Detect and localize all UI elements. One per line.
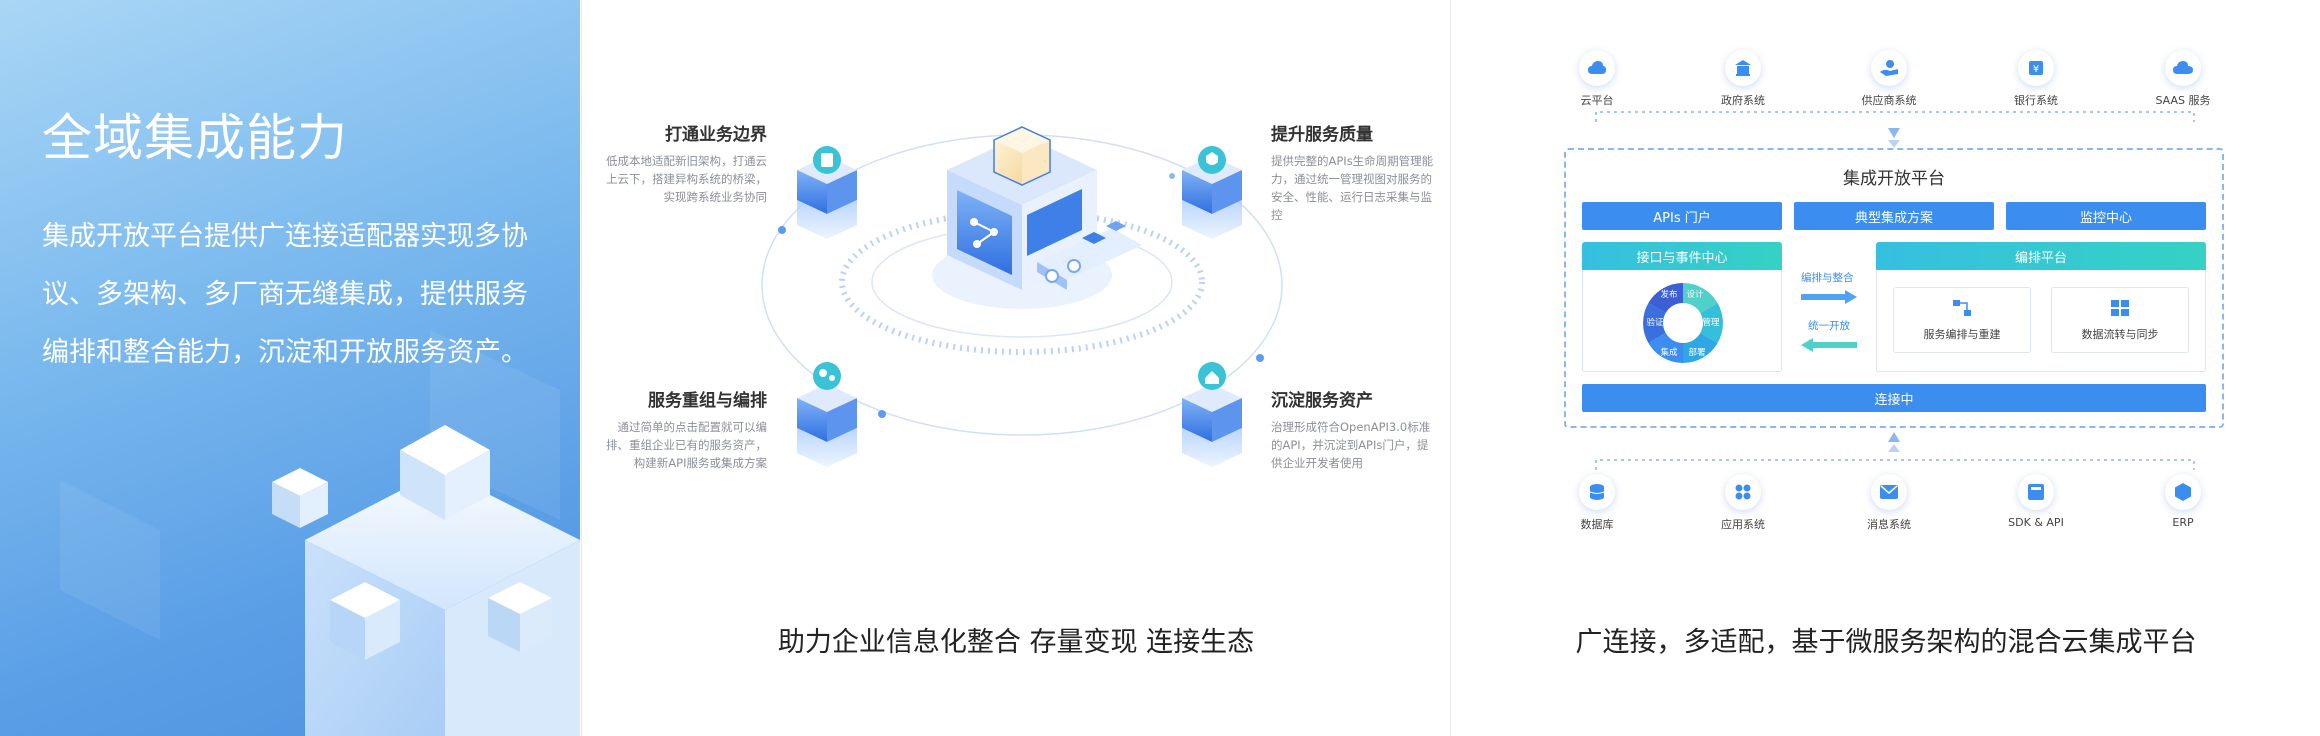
- cloud-icon: [1588, 61, 1606, 74]
- interface-event-center[interactable]: 接口与事件中心 设计 管理 部署 集成 验证 发布: [1582, 242, 1782, 372]
- service-orchestration-card[interactable]: 服务编排与重建: [1893, 287, 2031, 353]
- source-government-system[interactable]: 政府系统: [1688, 50, 1798, 108]
- hero-panel: 全域集成能力 集成开放平台提供广连接适配器实现多协议、多架构、多厂商无缝集成，提…: [0, 0, 580, 736]
- middle-panel: 打通业务边界 低成本地适配新旧架构，打通云上云下，搭建异构系统的桥梁，实现跨系统…: [581, 0, 1449, 736]
- platform-title: 集成开放平台: [1843, 169, 1945, 189]
- source-label: 应用系统: [1721, 518, 1765, 531]
- arrow-label-orchestrate: 编排与整合: [1801, 272, 1854, 284]
- source-label: 云平台: [1580, 94, 1614, 107]
- middle-caption: 助力企业信息化整合 存量变现 连接生态: [777, 627, 1255, 658]
- source-supplier-system[interactable]: 供应商系统: [1834, 50, 1944, 108]
- interface-event-center-header: 接口与事件中心: [1582, 242, 1782, 270]
- hero-description: 集成开放平台提供广连接适配器实现多协议、多架构、多厂商无缝集成，提供服务编排和整…: [42, 221, 528, 368]
- source-saas-service[interactable]: SAAS 服务: [2128, 50, 2238, 108]
- feature-title-break-boundary: 打通业务边界: [665, 125, 767, 145]
- block-top-left: [797, 146, 857, 239]
- bank-icon: ¥: [2029, 61, 2043, 75]
- right-panel: 云平台 政府系统 供应商系统 ¥ 银行系统 SAAS 服务 集成开放平台 API…: [1450, 0, 2320, 736]
- source-label: 银行系统: [2014, 94, 2058, 107]
- source-label: ERP: [2172, 516, 2194, 529]
- database-icon: [1590, 484, 1604, 500]
- flow-icon: [1953, 300, 1971, 316]
- source-bank-system[interactable]: ¥ 银行系统: [1981, 50, 2091, 108]
- feature-title-service-quality: 提升服务质量: [1271, 125, 1373, 145]
- feature-desc-service-assets: 治理形成符合OpenAPI3.0标准的API，并沉淀到APIs门户，提供企业开发…: [1271, 420, 1431, 470]
- block-bottom-right: [1182, 362, 1242, 467]
- right-caption: 广连接，多适配，基于微服务架构的混合云集成平台: [1575, 627, 2197, 658]
- data-sync-card[interactable]: 数据流转与同步: [2051, 287, 2189, 353]
- typical-solutions-button[interactable]: 典型集成方案: [1794, 202, 1994, 230]
- source-label: 供应商系统: [1861, 94, 1917, 107]
- source-erp[interactable]: ERP: [2128, 474, 2238, 529]
- source-message-system[interactable]: 消息系统: [1834, 474, 1944, 532]
- source-database[interactable]: 数据库: [1542, 474, 1652, 532]
- feature-title-service-orchestration: 服务重组与编排: [648, 391, 767, 411]
- block-bottom-left: [797, 362, 857, 467]
- connect-center-button[interactable]: 连接中: [1582, 384, 2206, 412]
- cycle-step: 发布: [1660, 289, 1677, 300]
- monitor-center-button[interactable]: 监控中心: [2006, 202, 2206, 230]
- orch-card-label: 数据流转与同步: [2081, 328, 2159, 341]
- feature-title-service-assets: 沉淀服务资产: [1271, 391, 1373, 411]
- saas-icon: [2173, 61, 2193, 74]
- source-app-system[interactable]: 应用系统: [1688, 474, 1798, 532]
- arrow-right-icon: [1801, 290, 1857, 304]
- feature-desc-break-boundary: 低成本地适配新旧架构，打通云上云下，搭建异构系统的桥梁，实现跨系统业务协同: [606, 154, 767, 204]
- orchestration-platform-header: 编排平台: [1876, 242, 2206, 270]
- source-label: 政府系统: [1721, 94, 1765, 107]
- architecture-connectors: [1595, 111, 2195, 470]
- data-stack-icon: [2111, 300, 2129, 316]
- apps-icon: [1735, 484, 1751, 500]
- cycle-step: 验证: [1646, 317, 1664, 328]
- arrow-left-icon: [1801, 338, 1857, 352]
- api-icon: [2028, 484, 2044, 500]
- message-icon: [1880, 485, 1898, 499]
- hero-cubes-illustration: [60, 330, 580, 736]
- source-label: SDK & API: [2008, 516, 2064, 529]
- source-cloud-platform[interactable]: 云平台: [1542, 50, 1652, 108]
- source-label: 数据库: [1580, 518, 1614, 531]
- arrow-label-open: 统一开放: [1808, 320, 1850, 332]
- cycle-step: 部署: [1688, 347, 1706, 358]
- feature-desc-service-orchestration: 通过简单的点击配置就可以编排、重组企业已有的服务资产，构建新API服务或集成方案: [606, 420, 767, 470]
- erp-icon: [2175, 483, 2191, 501]
- feature-desc-service-quality: 提供完整的APIs生命周期管理能力，通过统一管理视图对服务的安全、性能、运行日志…: [1271, 154, 1434, 222]
- apis-portal-button[interactable]: APIs 门户: [1582, 202, 1782, 230]
- orch-card-label: 服务编排与重建: [1923, 328, 2001, 341]
- source-label: 消息系统: [1867, 518, 1911, 531]
- government-icon: [1735, 60, 1751, 76]
- block-top-right: [1182, 146, 1242, 239]
- integration-platform: 集成开放平台 APIs 门户 典型集成方案 监控中心 接口与事件中心 设计 管理…: [1564, 148, 2224, 428]
- hero-title: 全域集成能力: [42, 109, 348, 167]
- supplier-icon: [1880, 60, 1898, 76]
- source-sdk-api[interactable]: SDK & API: [1981, 474, 2091, 529]
- cycle-step: 管理: [1702, 317, 1720, 328]
- orchestration-platform[interactable]: 编排平台 服务编排与重建 数据流转与同步: [1876, 242, 2206, 372]
- lifecycle-cycle-diagram: 设计 管理 部署 集成 验证 发布: [1643, 283, 1723, 363]
- cycle-step: 集成: [1660, 347, 1678, 358]
- svg-text:¥: ¥: [2033, 64, 2039, 75]
- integration-engine-illustration: [761, 126, 1283, 467]
- cycle-step: 设计: [1686, 289, 1704, 300]
- source-label: SAAS 服务: [2155, 94, 2211, 107]
